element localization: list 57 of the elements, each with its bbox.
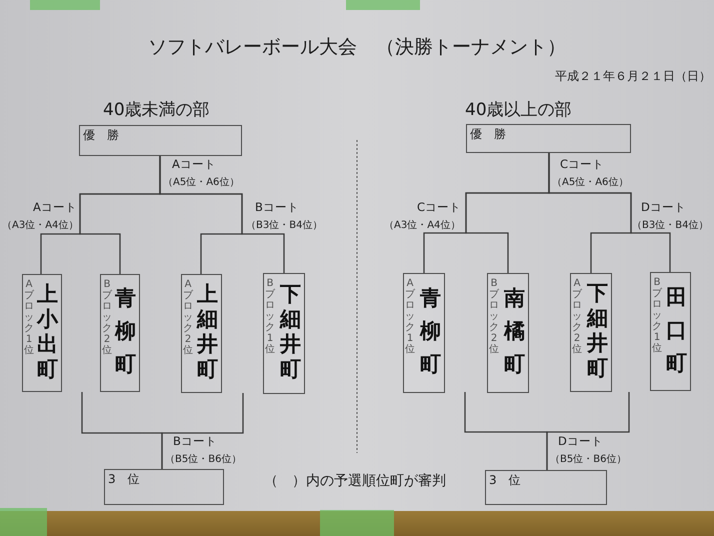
team-name: 南橘町 bbox=[504, 284, 525, 378]
block-rank-label: Bブロック2位 bbox=[489, 278, 499, 355]
court-label: Dコート bbox=[558, 435, 603, 448]
placement-label: 優 勝 bbox=[470, 128, 506, 142]
block-rank-label: Bブロック2位 bbox=[102, 279, 112, 356]
referee-note: （A3位・A4位） bbox=[2, 220, 78, 232]
footnote: （ ）内の予選順位町が審判 bbox=[264, 473, 446, 490]
team-name: 下細井町 bbox=[280, 281, 301, 381]
team-card bbox=[22, 274, 62, 392]
referee-note: （B3位・B4位） bbox=[632, 220, 708, 232]
block-rank-label: Aブロック2位 bbox=[183, 279, 193, 356]
team-card bbox=[181, 274, 222, 393]
block-rank-label: Bブロック1位 bbox=[265, 278, 275, 355]
third-place-panel bbox=[104, 469, 224, 505]
referee-note: （B3位・B4位） bbox=[246, 220, 322, 232]
court-label: Cコート bbox=[417, 201, 462, 214]
section-heading: 40歳以上の部 bbox=[465, 101, 572, 121]
referee-note: （A3位・A4位） bbox=[384, 220, 460, 232]
referee-note: （B5位・B6位） bbox=[165, 454, 242, 466]
team-name: 青柳町 bbox=[420, 284, 441, 378]
court-label: Aコート bbox=[33, 201, 77, 214]
court-label: Bコート bbox=[173, 435, 217, 448]
block-rank-label: Aブロック1位 bbox=[405, 278, 415, 355]
court-label: Bコート bbox=[255, 201, 299, 214]
bracket-line bbox=[546, 392, 630, 470]
team-card bbox=[403, 273, 445, 393]
team-name: 上小出町 bbox=[37, 281, 58, 381]
placement-label: 優 勝 bbox=[83, 129, 119, 142]
placement-label: 3 位 bbox=[108, 473, 140, 486]
third-place-panel bbox=[485, 470, 607, 505]
block-rank-label: Aブロック1位 bbox=[24, 279, 34, 356]
team-card bbox=[487, 273, 529, 393]
block-rank-label: Bブロック1位 bbox=[652, 277, 662, 354]
team-card bbox=[650, 272, 691, 391]
referee-note: （A5位・A6位） bbox=[552, 177, 628, 188]
team-name: 田口町 bbox=[666, 283, 687, 377]
date-label: 平成２１年６月２１日（日） bbox=[555, 70, 711, 84]
team-name: 青柳町 bbox=[115, 284, 136, 378]
court-label: Dコート bbox=[641, 201, 686, 214]
referee-note: （A5位・A6位） bbox=[163, 177, 240, 188]
bracket-line bbox=[159, 156, 285, 273]
bracket-line bbox=[548, 153, 671, 272]
team-name: 下細井町 bbox=[587, 280, 608, 380]
champion-panel bbox=[79, 125, 242, 156]
placement-label: 3 位 bbox=[489, 474, 521, 488]
team-card bbox=[263, 273, 305, 394]
team-card bbox=[100, 274, 140, 392]
champion-panel bbox=[466, 124, 631, 153]
bracket-line bbox=[161, 393, 244, 469]
page-title: ソフトバレーボール大会 （決勝トーナメント） bbox=[148, 37, 566, 59]
team-name: 上細井町 bbox=[197, 281, 218, 381]
section-heading: 40歳未満の部 bbox=[103, 101, 210, 121]
block-rank-label: Aブロック2位 bbox=[572, 278, 582, 355]
team-card bbox=[570, 273, 612, 392]
court-label: Aコート bbox=[172, 158, 216, 172]
referee-note: （B5位・B6位） bbox=[550, 454, 626, 466]
court-label: Cコート bbox=[560, 158, 604, 172]
